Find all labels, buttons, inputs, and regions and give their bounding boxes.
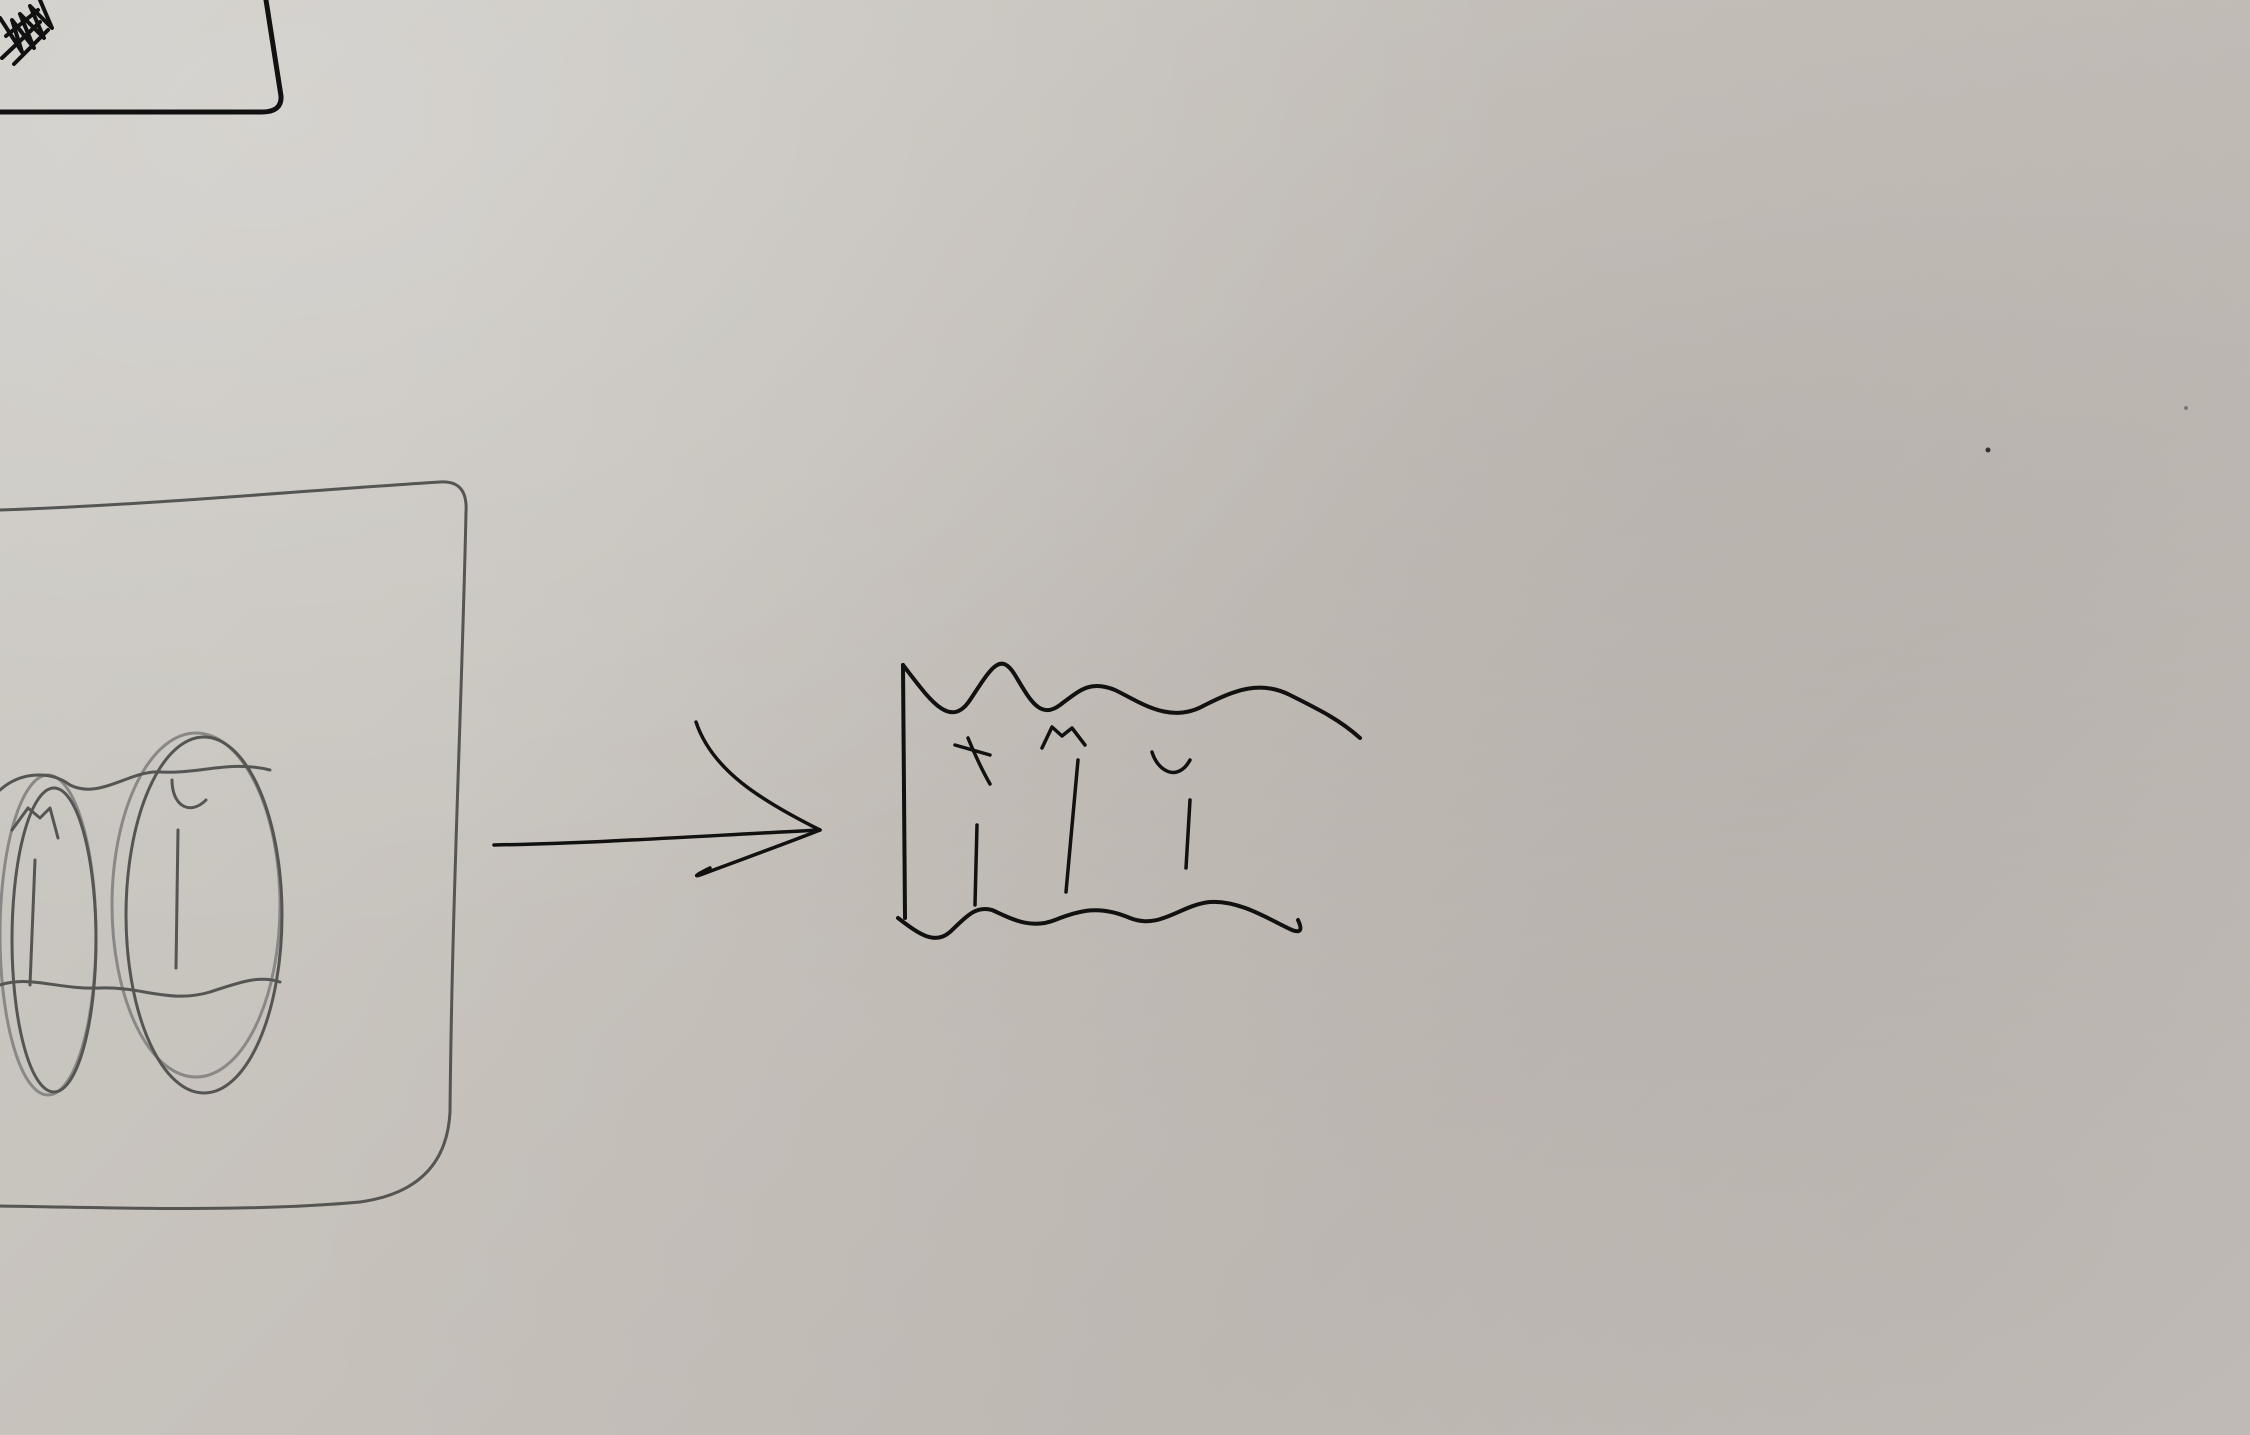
cylinder-ring-front [110,731,282,1079]
arrow-shaft [492,828,822,847]
speck [1985,447,1991,453]
sheet-column-b [1064,758,1080,894]
arrow-head [694,720,822,878]
right-sheet-diagram [896,661,1362,940]
board-specks [1985,406,2188,453]
scribble-mark [0,0,54,66]
sheet-left-edge [901,663,907,920]
faded-letter-b [10,806,60,840]
arrow [492,720,822,878]
faded-letter-c [170,778,208,810]
cylinder-ring-front-outer [124,735,284,1095]
sheet-column-a [973,823,979,907]
sheet-letter-a [953,736,992,786]
column-line-right [174,828,180,970]
column-line-left [28,858,37,987]
cylinder-ring-back-outer [10,786,98,1094]
left-frame-diagram [0,480,468,1210]
sheet-bottom-wave [896,899,1303,940]
tube-top-wave [0,764,272,792]
tube-bottom-wave [0,977,282,998]
top-left-box [0,0,284,115]
sheet-column-c [1184,798,1192,870]
sheet-letter-b [1040,725,1087,750]
left-frame-outline [0,480,468,1210]
sheet-top-wave [901,661,1362,740]
speck [2184,406,2188,410]
sheet-letter-c [1150,750,1192,775]
